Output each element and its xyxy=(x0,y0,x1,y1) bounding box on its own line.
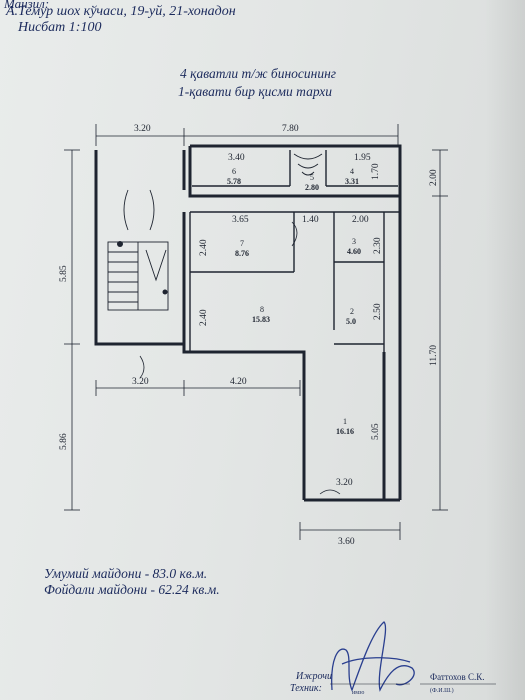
plan-title-line2: 1-қавати бир қисми тархи xyxy=(178,84,333,99)
dim-bottom-total: 3.60 xyxy=(338,537,355,547)
dim-right-total: 11.70 xyxy=(429,345,439,366)
dim-room3-depth: 2.30 xyxy=(373,237,383,254)
dim-room4-width: 1.95 xyxy=(354,153,371,163)
dim-left-lower: 5.86 xyxy=(59,433,69,450)
dim-bottom-left: 3.20 xyxy=(132,377,149,387)
technician-label: Техник: xyxy=(290,683,322,694)
room-number: 4 xyxy=(350,167,354,176)
dim-bottom-mid: 4.20 xyxy=(230,377,247,387)
performer-label: Ижрочи xyxy=(296,671,333,682)
header-scale: Нисбат 1:100 xyxy=(18,20,102,35)
room-number: 3 xyxy=(352,237,356,246)
page-shadow xyxy=(485,0,525,700)
fio-caption: (Ф.И.Ш.) xyxy=(430,688,454,694)
total-area: Умумий майдони - 83.0 кв.м. xyxy=(44,566,208,581)
dim-room3-width: 2.00 xyxy=(352,215,369,225)
dim-room7-depth: 2.40 xyxy=(199,239,209,256)
room-area: 5.78 xyxy=(227,177,241,186)
room-number: 1 xyxy=(343,417,347,426)
header-address-label: Манзил: xyxy=(4,0,50,11)
room-area: 16.16 xyxy=(336,427,354,436)
room-number: 6 xyxy=(232,167,236,176)
room-area: 5.0 xyxy=(346,317,356,326)
header-address: А.Темур шох кўчаси, 19-уй, 21-хонадон xyxy=(6,4,236,19)
dim-left-upper: 5.85 xyxy=(59,265,69,282)
dim-room4-depth: 1.70 xyxy=(371,163,381,180)
dim-room7-width: 3.65 xyxy=(232,215,249,225)
room-area: 3.31 xyxy=(345,177,359,186)
signature-caption: имзо xyxy=(352,690,365,696)
dim-top-left: 3.20 xyxy=(134,124,151,134)
room-number: 7 xyxy=(240,239,244,248)
dim-room6-width: 3.40 xyxy=(228,153,245,163)
dim-top-right: 7.80 xyxy=(282,124,299,134)
room-number: 5 xyxy=(310,173,314,182)
dim-right-top: 2.00 xyxy=(429,169,439,186)
plan-title-line1: 4 қаватли т/ж биносининг xyxy=(180,66,337,81)
room-number: 2 xyxy=(350,307,354,316)
room-number: 8 xyxy=(260,305,264,314)
dim-room1-inner: 3.20 xyxy=(336,478,353,488)
dim-mid: 1.40 xyxy=(302,215,319,225)
room-area: 2.80 xyxy=(305,183,319,192)
room-area: 15.83 xyxy=(252,315,270,324)
useful-area: Фойдали майдони - 62.24 кв.м. xyxy=(44,582,220,597)
dim-room8-depth: 2.40 xyxy=(199,309,209,326)
dim-room2-depth: 2.50 xyxy=(373,303,383,320)
room-area: 4.60 xyxy=(347,247,361,256)
room-area: 8.76 xyxy=(235,249,249,258)
dim-room1-depth: 5.05 xyxy=(371,423,381,440)
technician-name: Фаттохов С.К. xyxy=(430,672,485,682)
